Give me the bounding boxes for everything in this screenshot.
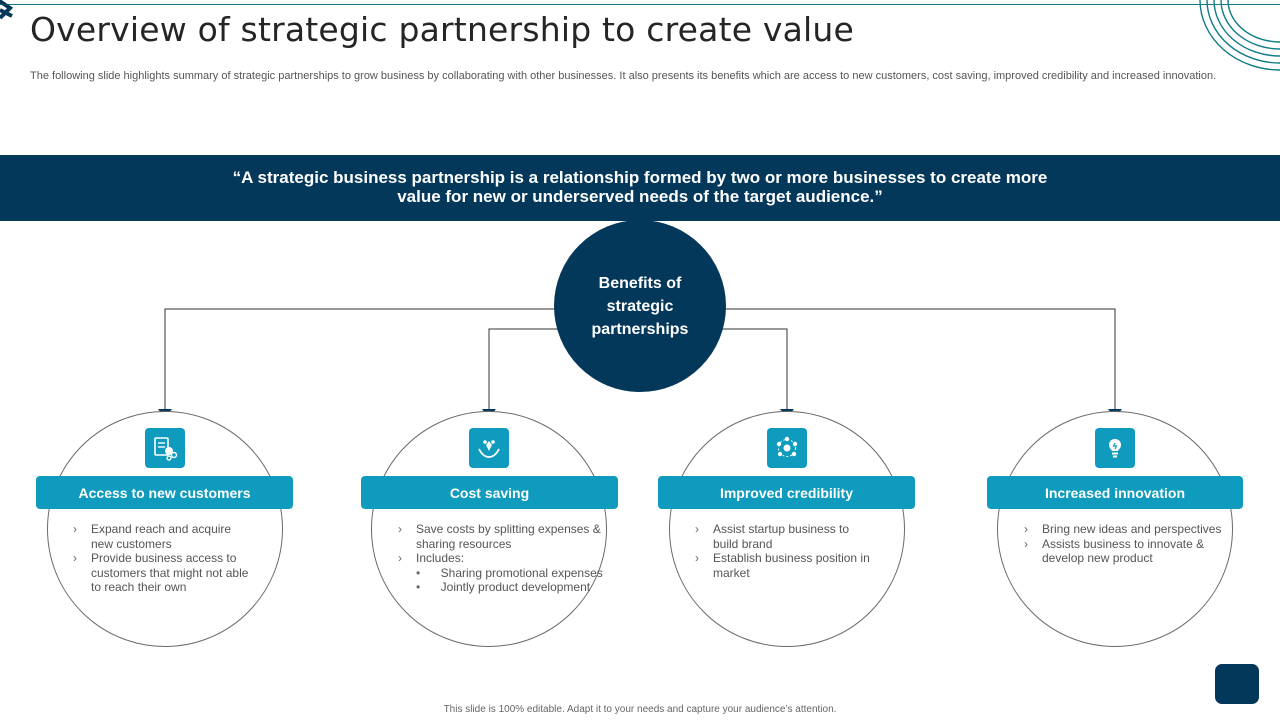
list-item: Expand reach and acquire new customers [73,522,253,551]
hub-label: Benefits of strategic partnerships [591,274,689,338]
list-item: Assists business to innovate & develop n… [1024,537,1229,566]
page-subtitle: The following slide highlights summary o… [30,70,1217,82]
corner-arrow-icon [0,0,14,20]
sub-list-item-text: Jointly product development [440,580,591,594]
benefit-bullets-customers: Expand reach and acquire new customers P… [73,522,253,595]
benefit-bullets-credibility: Assist startup business to build brand E… [695,522,875,580]
benefit-title-cost: Cost saving [361,476,618,509]
benefit-icon-cost [469,428,509,468]
sub-list-item: Sharing promotional expenses [416,566,618,581]
customer-report-icon [154,437,178,461]
network-people-icon [776,436,798,457]
quote-banner: “A strategic business partnership is a r… [0,155,1280,221]
page-title: Overview of strategic partnership to cre… [30,10,855,49]
benefit-bullets-cost: Save costs by splitting expenses & shari… [398,522,618,595]
benefit-icon-customers [145,428,185,468]
benefit-title-credibility: Improved credibility [658,476,915,509]
footer-note: This slide is 100% editable. Adapt it to… [443,704,837,715]
benefit-bullets-innovation: Bring new ideas and perspectives Assists… [1024,522,1229,566]
list-item: Assist startup business to build brand [695,522,875,551]
benefit-icon-innovation [1095,428,1135,468]
list-item: Establish business position in market [695,551,875,580]
list-item-text: Includes: [416,551,465,565]
top-rule [0,4,1280,5]
lightbulb-icon [1109,439,1121,458]
benefit-title-customers: Access to new customers [36,476,293,509]
sub-list-item-text: Sharing promotional expenses [440,565,603,580]
sub-list-item: Jointly product development [416,580,618,595]
corner-decoration [1215,664,1259,704]
list-item: Bring new ideas and perspectives [1024,522,1229,537]
decorative-arcs-icon [1199,0,1280,71]
benefit-title-innovation: Increased innovation [987,476,1243,509]
sub-bullets: Sharing promotional expenses Jointly pro… [416,566,618,595]
list-item: Includes: Sharing promotional expenses J… [398,551,618,595]
list-item: Provide business access to customers tha… [73,551,253,595]
quote-text: “A strategic business partnership is a r… [232,168,1048,206]
benefit-icon-credibility [767,428,807,468]
list-item: Save costs by splitting expenses & shari… [398,522,618,551]
hands-saving-icon [478,440,500,458]
benefits-hub: Benefits of strategic partnerships [554,220,726,392]
